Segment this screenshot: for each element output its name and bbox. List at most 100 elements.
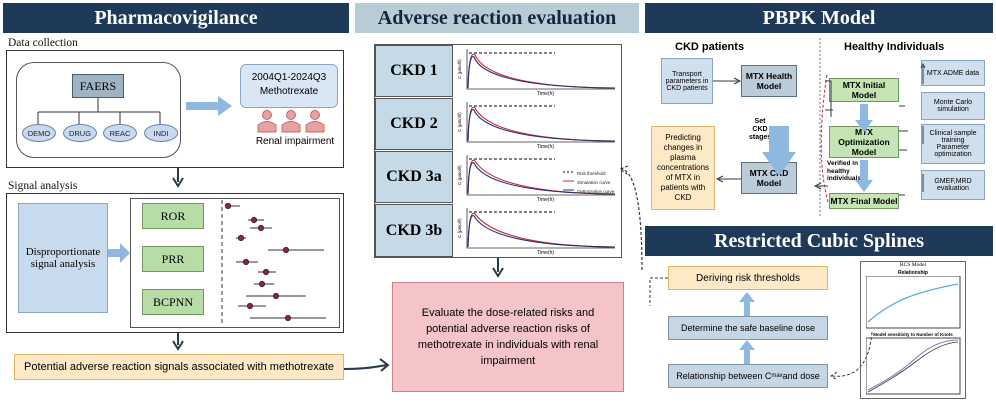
ckd-1-label: CKD 1	[375, 45, 453, 97]
faers-box: FAERS	[72, 74, 124, 98]
header-pharmacovigilance: Pharmacovigilance	[3, 3, 349, 33]
parameter-opt-text: Parameter optimization	[934, 144, 972, 158]
method-ror: ROR	[142, 203, 204, 229]
arrow-down-3	[492, 258, 504, 278]
baseline-dose-box: Determine the safe baseline dose	[668, 316, 828, 340]
mtx-health-model: MTX Health Model	[741, 65, 797, 97]
signal-analysis-panel	[6, 193, 344, 333]
forest-point-10	[284, 314, 292, 322]
mtx-final-model: MTX Final Model	[829, 193, 899, 209]
evaluate-risks-box: Evaluate the dose-related risks and pote…	[392, 282, 624, 392]
arrow-down-2	[172, 333, 184, 351]
pk-ylabel-1: C (μmol/l)	[457, 112, 462, 132]
forest-point-5	[242, 258, 250, 266]
pk-axis-0	[466, 49, 615, 90]
mtx-initial-model: MTX Initial Model	[829, 78, 899, 102]
pk-xlabel-1: Time(h)	[537, 144, 554, 150]
rcs-model-card	[860, 261, 966, 399]
gmef-box: GMEF,MRD evaluation	[921, 170, 985, 200]
arrow-icon	[108, 243, 130, 263]
legend-optimization: Optimization curve	[577, 189, 615, 194]
pk-optimization-3	[467, 215, 616, 248]
rcs-arrows	[739, 292, 755, 364]
mtx-ckd-model: MTX CKD Model	[741, 162, 797, 194]
rcs-left-arrow	[649, 277, 668, 306]
pk-chart-1: C (μmol/l) Time(h)	[457, 102, 616, 150]
ckd-stage-panel	[374, 44, 622, 258]
pk-axis-3	[466, 208, 615, 249]
potential-signals-box: Potential adverse reaction signals assoc…	[14, 354, 344, 380]
transport-params-box: Transport parameters in CKD patients	[661, 58, 713, 104]
drug-text: Methotrexate	[259, 86, 319, 97]
adme-data-box: MTX ADME data	[921, 60, 985, 86]
source-drug: DRUG	[63, 124, 97, 142]
forest-point-4	[282, 246, 290, 254]
people-icon	[257, 110, 325, 133]
pk-optimization-2	[467, 162, 616, 195]
pk-ylabel-2: C (μmol/l)	[457, 165, 462, 185]
pk-xlabel-2: Time(h)	[537, 197, 554, 203]
faers-source-group	[16, 62, 181, 158]
forest-point-2	[257, 224, 265, 232]
relationship-text-b: and dose	[782, 371, 820, 381]
pk-chart-3: C (μmol/l)Time(h)	[457, 208, 616, 256]
pk-legend	[563, 171, 574, 191]
forest-point-6	[262, 268, 270, 276]
forest-plot	[221, 200, 326, 326]
pk-chart-2: C (μmol/l) Time(h)	[457, 155, 616, 203]
ckd-2-label: CKD 2	[375, 98, 453, 150]
source-reac: REAC	[103, 124, 137, 142]
deriving-thresholds-box: Deriving risk thresholds	[668, 266, 828, 290]
pk-axis-1	[466, 102, 615, 143]
clinical-training-box: Clinical sample training Parameter optim…	[921, 124, 985, 164]
pk-curves-panel: C (μmol/l) Time(h) C (μmol/l) Time(h) C (μmo…	[457, 49, 616, 256]
rcs-plot1-title: Relationship	[897, 270, 928, 276]
source-demo: DEMO	[22, 124, 56, 142]
pk-legend-text: Risk threshold Simulation curve Optimiza…	[577, 169, 614, 196]
rcs-model-title: RCS Model	[899, 262, 927, 268]
disproportionate-box: Disproportionate signal analysis	[18, 203, 108, 313]
forest-point-3	[237, 234, 245, 242]
rcs-plot2-title: Model sensitivity to Number of Knots	[873, 332, 953, 337]
predicting-box: Predicting changes in plasma concentrati…	[651, 126, 715, 210]
data-collection-label: Data collection	[8, 37, 78, 49]
source-indi: INDI	[144, 124, 178, 142]
arrow-icon	[186, 96, 232, 116]
arrow-to-ckd	[618, 165, 643, 271]
monte-carlo-text-2: simulation	[937, 106, 969, 113]
ckd-patients-title: CKD patients	[675, 41, 745, 53]
pk-ylabel-3: C (μmol/l)	[457, 218, 462, 238]
pk-optimization-1	[467, 109, 616, 142]
arrow-to-evaluate	[344, 358, 390, 372]
pk-chart-0: C (μmol/l) Time(h)	[457, 49, 616, 97]
verified-label: Verified in healthy individuals	[827, 160, 861, 182]
method-prr: PRR	[142, 246, 204, 272]
monte-carlo-text-1: Monte Carlo	[933, 99, 973, 106]
pk-optimization-0	[467, 56, 616, 89]
set-ckd-label: Set CKD stages	[749, 118, 772, 141]
legend-risk-threshold: Risk threshold	[577, 171, 606, 176]
pk-simulation-0	[467, 53, 616, 89]
forest-point-7	[258, 280, 266, 288]
legend-simulation: Simulation curve	[577, 180, 611, 185]
relationship-sub: max	[771, 373, 783, 379]
signal-analysis-label: Signal analysis	[8, 180, 78, 192]
clinical-text: Clinical sample training	[929, 130, 977, 144]
pbpk-arrows	[713, 62, 926, 203]
header-rcs: Restricted Cubic Splines	[645, 226, 993, 256]
renal-label: Renal impairment	[255, 136, 335, 147]
monte-carlo-box: Monte Carlo simulation	[921, 92, 985, 120]
arrow-down-1	[172, 168, 184, 188]
relationship-text-a: Relationship between C	[676, 371, 772, 381]
forest-point-1	[250, 216, 258, 224]
period-box: 2004Q1-2024Q3 Methotrexate	[240, 64, 338, 108]
pk-ylabel-0: C (μmol/l)	[457, 59, 462, 79]
pk-xlabel-0: Time(h)	[537, 91, 554, 97]
pk-axis-2	[466, 155, 615, 196]
rcs-dashed-arrow	[830, 331, 873, 381]
forest-point-0	[224, 202, 232, 210]
healthy-title: Healthy Individuals	[844, 41, 945, 53]
ckd-3b-label: CKD 3b	[375, 204, 453, 257]
rcs-plots	[866, 276, 961, 395]
period-text: 2004Q1-2024Q3	[251, 72, 327, 83]
